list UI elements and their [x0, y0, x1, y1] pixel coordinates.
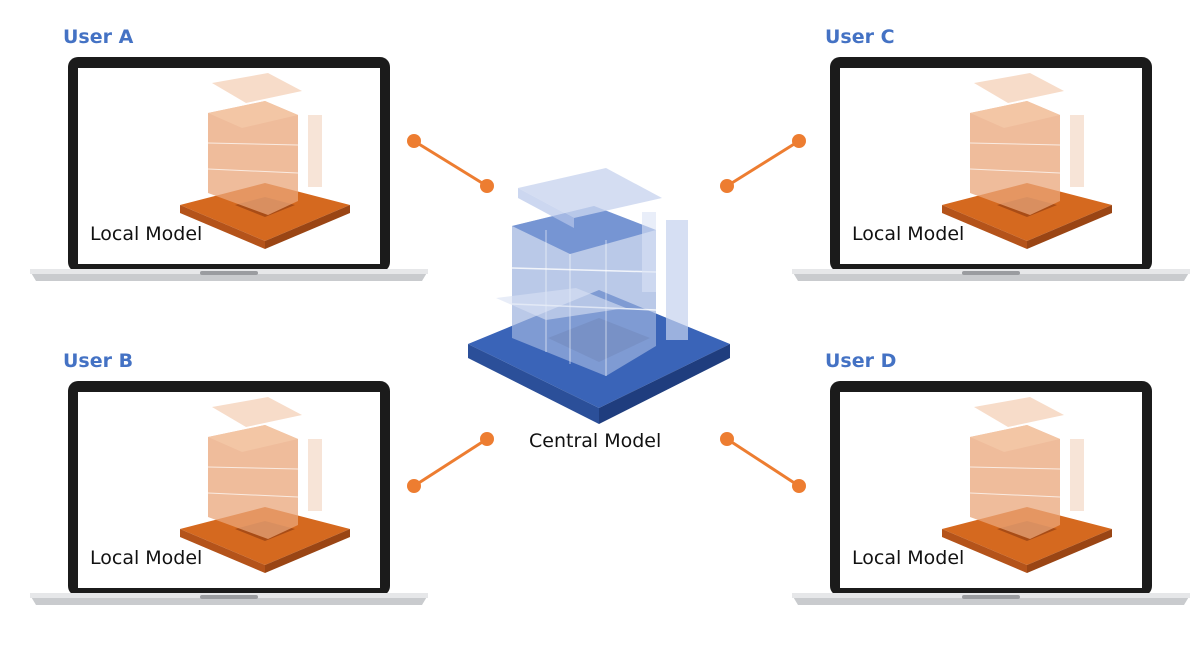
laptop-user-d: Local Model [792, 379, 1190, 611]
connector-dot [792, 479, 806, 493]
laptop-user-b: Local Model [30, 379, 428, 611]
central-model-label: Central Model [529, 430, 662, 452]
connector-user-b [413, 437, 488, 488]
connector-dot [720, 179, 734, 193]
local-model-label: Local Model [88, 223, 205, 245]
connector-user-d [726, 437, 800, 488]
user-d-label: User D [825, 350, 897, 372]
laptop-icon [792, 381, 1190, 605]
central-building-icon [468, 168, 730, 424]
local-building-icon [180, 397, 350, 573]
connector-dot [480, 179, 494, 193]
laptop-icon [30, 57, 428, 281]
connector-user-a [413, 139, 488, 188]
laptop-icon [30, 381, 428, 605]
local-model-label: Local Model [88, 547, 205, 569]
user-c-label: User C [825, 26, 895, 48]
local-building-icon [180, 73, 350, 249]
laptop-user-a: Local Model [30, 55, 428, 287]
local-building-icon [942, 73, 1112, 249]
local-model-label: Local Model [850, 547, 967, 569]
laptop-user-c: Local Model [792, 55, 1190, 287]
connector-dot [720, 432, 734, 446]
user-b-label: User B [63, 350, 134, 372]
local-model-label: Local Model [850, 223, 967, 245]
connector-dot [792, 134, 806, 148]
connector-dot [407, 134, 421, 148]
connector-dot [480, 432, 494, 446]
connector-dot [407, 479, 421, 493]
user-a-label: User A [63, 26, 134, 48]
laptop-icon [792, 57, 1190, 281]
local-building-icon [942, 397, 1112, 573]
connector-user-c [726, 139, 800, 188]
